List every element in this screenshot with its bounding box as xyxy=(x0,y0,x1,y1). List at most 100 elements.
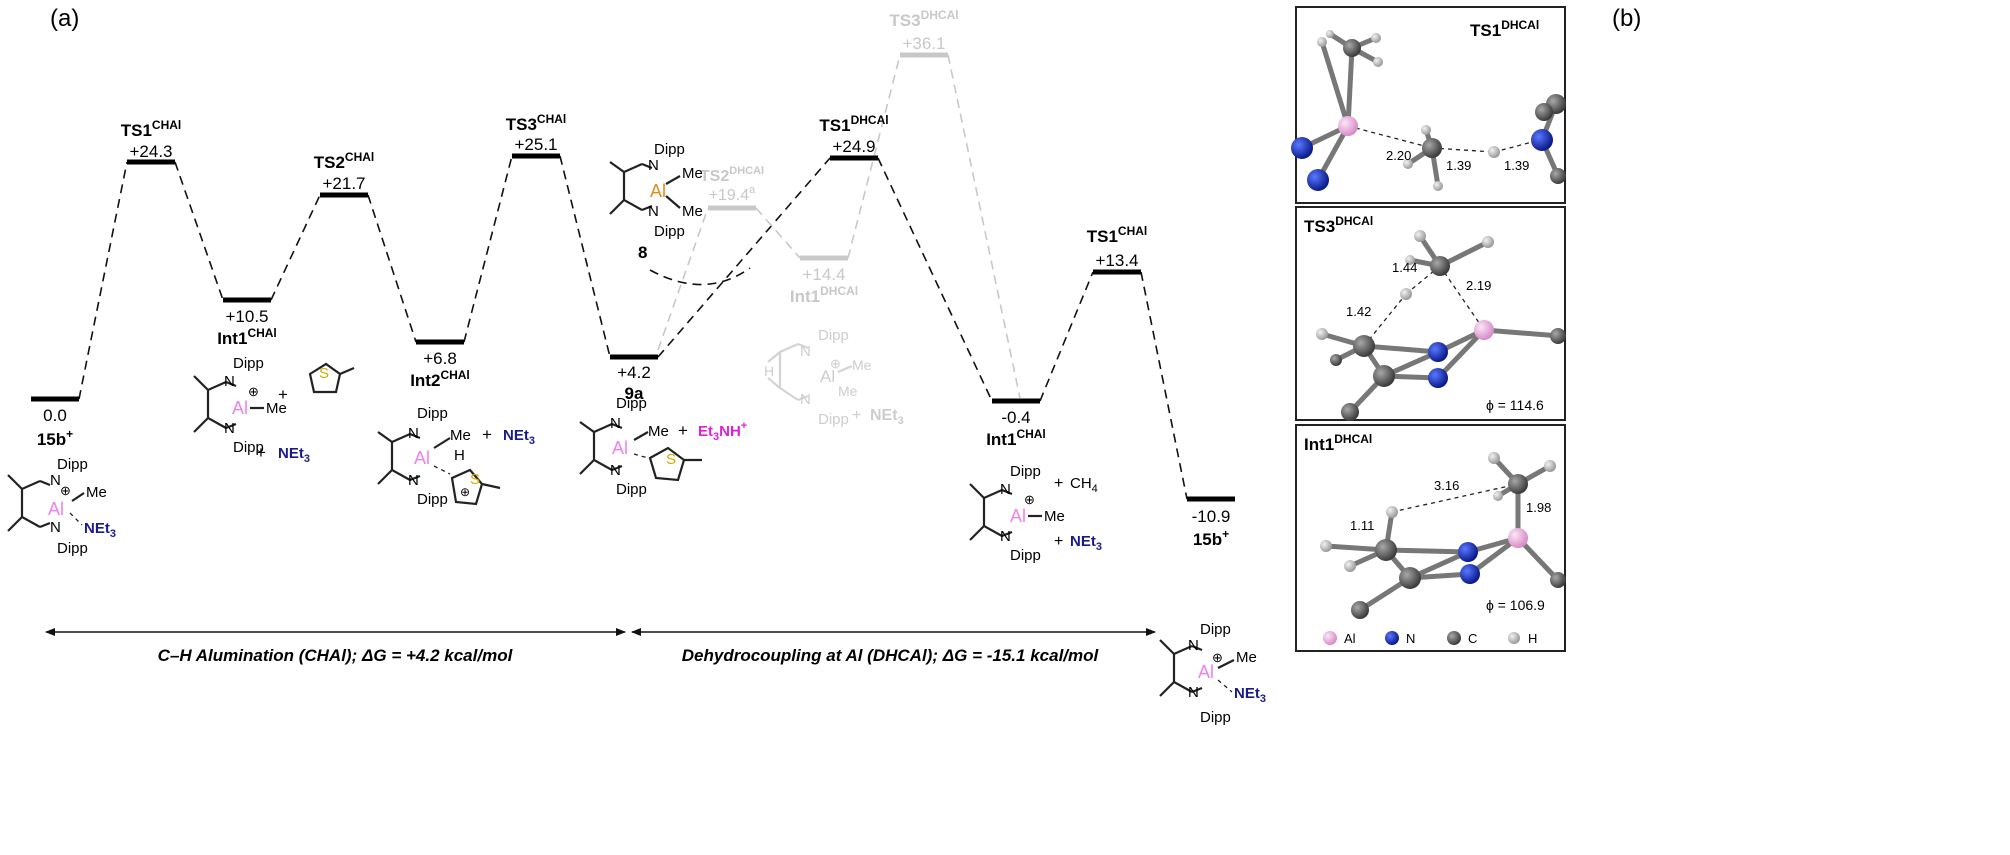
distance-label: 2.20 xyxy=(1386,148,1411,163)
svg-text:NEt3: NEt3 xyxy=(84,520,116,540)
svg-text:S: S xyxy=(319,365,329,382)
energy-levels: 0.0 15b+ TS1CHAl +24.3 +10.5 Int1CHAl TS… xyxy=(31,8,1235,549)
connectors xyxy=(78,54,1188,500)
chal-arrow-label: C–H Alumination (CHAl); ΔG = +4.2 kcal/m… xyxy=(158,646,514,665)
svg-text:+: + xyxy=(256,443,266,462)
svg-text:Dipp: Dipp xyxy=(417,491,448,508)
svg-text:Al: Al xyxy=(612,438,628,458)
distance-label: 1.39 xyxy=(1504,158,1529,173)
level-name: TS2CHAl xyxy=(314,150,375,172)
phi-label: ϕ = 114.6 xyxy=(1486,397,1544,413)
distance-label: 1.42 xyxy=(1346,304,1371,319)
structure-ts3-dhcal: TS3DHCAl 1.44 2.19 1.42 ϕ = 114.6 xyxy=(1295,206,1566,421)
panel-label-a: (a) xyxy=(50,5,79,32)
svg-text:⊕: ⊕ xyxy=(830,356,841,371)
svg-text:H: H xyxy=(764,363,774,379)
svg-text:N: N xyxy=(1000,528,1011,545)
svg-text:⊕: ⊕ xyxy=(1212,650,1223,665)
level-value: +4.2 xyxy=(617,363,651,382)
svg-text:Me: Me xyxy=(838,383,858,399)
legend-swatch-h xyxy=(1508,632,1520,644)
distance-label: 1.11 xyxy=(1350,518,1374,533)
level-name: TS2DHCAl xyxy=(700,165,764,185)
molecule-int1-dhcal: H N N Dipp Dipp Al ⊕ Me Me + NEt3 xyxy=(764,327,904,428)
svg-text:Dipp: Dipp xyxy=(654,223,685,240)
dhcal-arrow-label: Dehydrocoupling at Al (DHCAl); ΔG = -15.… xyxy=(682,646,1100,665)
molecule-int2-chal: N N Dipp Dipp Al Me + NEt3 H S ⊕ xyxy=(377,405,535,508)
svg-text:Me: Me xyxy=(1236,649,1257,666)
level-value: -10.9 xyxy=(1192,507,1231,526)
level-value: +25.1 xyxy=(514,135,557,154)
legend-label-c: C xyxy=(1468,631,1477,646)
svg-text:S: S xyxy=(666,451,676,468)
level-name: 15b+ xyxy=(1193,527,1229,549)
level-name: TS1DHCAl xyxy=(819,113,888,135)
legend-swatch-n xyxy=(1385,631,1399,645)
level-value: +13.4 xyxy=(1095,251,1138,270)
level-value: +21.7 xyxy=(322,174,365,193)
svg-text:+: + xyxy=(482,425,492,444)
level-name: TS1CHAl xyxy=(1087,224,1148,246)
svg-text:Al: Al xyxy=(820,367,835,386)
svg-text:Al: Al xyxy=(414,448,430,468)
svg-text:⊕: ⊕ xyxy=(460,485,470,499)
svg-text:N: N xyxy=(408,472,419,489)
svg-text:Dipp: Dipp xyxy=(654,141,685,158)
svg-text:Dipp: Dipp xyxy=(1200,621,1231,638)
svg-text:N: N xyxy=(1188,684,1199,701)
distance-label: 1.39 xyxy=(1446,158,1471,173)
level-value: +24.3 xyxy=(129,142,172,161)
svg-text:Me: Me xyxy=(648,423,669,440)
svg-text:NEt3: NEt3 xyxy=(1070,533,1102,553)
svg-text:+: + xyxy=(678,421,688,440)
phi-label: ϕ = 106.9 xyxy=(1486,597,1545,613)
atom-legend: Al N C H xyxy=(1323,631,1537,646)
svg-text:N: N xyxy=(224,420,235,437)
legend-swatch-al xyxy=(1323,631,1337,645)
svg-text:N: N xyxy=(648,203,659,220)
svg-text:+: + xyxy=(1054,475,1063,492)
svg-text:Dipp: Dipp xyxy=(616,481,647,498)
svg-text:NEt3: NEt3 xyxy=(870,407,904,427)
svg-text:+: + xyxy=(1054,533,1063,550)
level-name: TS3DHCAl xyxy=(889,8,958,30)
svg-text:+: + xyxy=(852,407,861,424)
legend-label-al: Al xyxy=(1344,631,1356,646)
level-value: +10.5 xyxy=(225,307,268,326)
panel-label-b: (b) xyxy=(1612,5,1641,32)
svg-text:CH4: CH4 xyxy=(1070,475,1098,495)
svg-text:Me: Me xyxy=(450,427,471,444)
level-value: +19.4a xyxy=(709,184,756,204)
distance-label: 1.98 xyxy=(1526,500,1551,515)
level-value: +24.9 xyxy=(832,137,875,156)
molecule-15b-end: N N Dipp Dipp Al ⊕ Me NEt3 xyxy=(1159,621,1266,726)
svg-text:Dipp: Dipp xyxy=(233,355,264,372)
svg-text:Me: Me xyxy=(266,400,287,417)
svg-text:Al: Al xyxy=(232,398,248,418)
svg-text:Et3NH+: Et3NH+ xyxy=(698,420,747,443)
svg-text:⊕: ⊕ xyxy=(60,483,71,498)
distance-label: 2.19 xyxy=(1466,278,1491,293)
svg-text:N: N xyxy=(648,157,659,174)
svg-text:NEt3: NEt3 xyxy=(278,445,310,465)
structure-int1-dhcal: Int1DHCAl 3.16 1.98 1.11 ϕ = 106.9 xyxy=(1295,424,1566,652)
level-name: Int2CHAl xyxy=(410,368,470,390)
svg-text:N: N xyxy=(800,343,811,360)
level-name: 15b+ xyxy=(37,427,73,449)
svg-text:Me: Me xyxy=(682,203,703,220)
svg-text:Dipp: Dipp xyxy=(57,540,88,557)
svg-text:Dipp: Dipp xyxy=(1200,709,1231,726)
level-value: +36.1 xyxy=(902,34,945,53)
svg-text:H: H xyxy=(454,447,465,464)
svg-text:Me: Me xyxy=(86,484,107,501)
level-name: Int1DHCAl xyxy=(790,284,858,306)
svg-text:Al: Al xyxy=(1010,506,1026,526)
svg-text:N: N xyxy=(610,462,621,479)
svg-text:Me: Me xyxy=(682,165,703,182)
level-name: TS1CHAl xyxy=(121,118,182,140)
structure-title: Int1DHCAl xyxy=(1304,432,1372,454)
level-value: -0.4 xyxy=(1001,408,1030,427)
structure-title: TS1DHCAl xyxy=(1470,18,1539,40)
svg-text:Al: Al xyxy=(48,499,64,519)
